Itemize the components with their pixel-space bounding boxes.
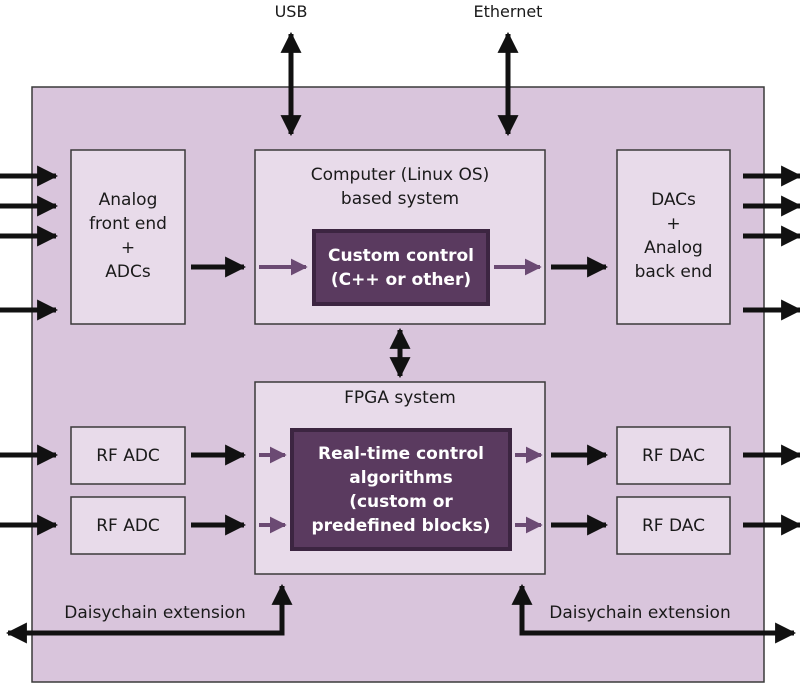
rf-adc-label-2: RF ADC — [96, 515, 160, 536]
rf-dac-label-2: RF DAC — [642, 515, 705, 536]
rt-control-box — [290, 428, 512, 551]
dacs-back-end-box — [616, 149, 731, 325]
rf-adc-box-1 — [70, 426, 186, 485]
fpga-system-label: FPGA system — [344, 388, 456, 408]
analog-front-end-box — [70, 149, 186, 325]
ethernet-label: Ethernet — [473, 2, 543, 21]
daisychain-left-label: Daisychain extension — [64, 603, 246, 623]
custom-control-label: Custom control (C++ or other) — [327, 245, 474, 290]
custom-control-box — [312, 229, 490, 306]
analog-front-end-label: Analog front end + ADCs — [89, 190, 167, 282]
rf-dac-box-2 — [616, 496, 731, 555]
daisychain-right-label: Daisychain extension — [549, 603, 731, 623]
rt-control-label: Real-time control algorithms (custom or … — [311, 443, 491, 536]
daisychain-left-arrow — [5, 583, 293, 644]
usb-label: USB — [274, 2, 308, 21]
computer-system-label: Computer (Linux OS) based system — [310, 165, 490, 209]
rf-adc-label-1: RF ADC — [96, 445, 160, 466]
rf-adc-box-2 — [70, 496, 186, 555]
rf-dac-box-1 — [616, 426, 731, 485]
rf-dac-label-1: RF DAC — [642, 445, 705, 466]
daisychain-right-arrow — [511, 583, 797, 644]
dacs-back-end-label: DACs + Analog back end — [634, 190, 713, 282]
